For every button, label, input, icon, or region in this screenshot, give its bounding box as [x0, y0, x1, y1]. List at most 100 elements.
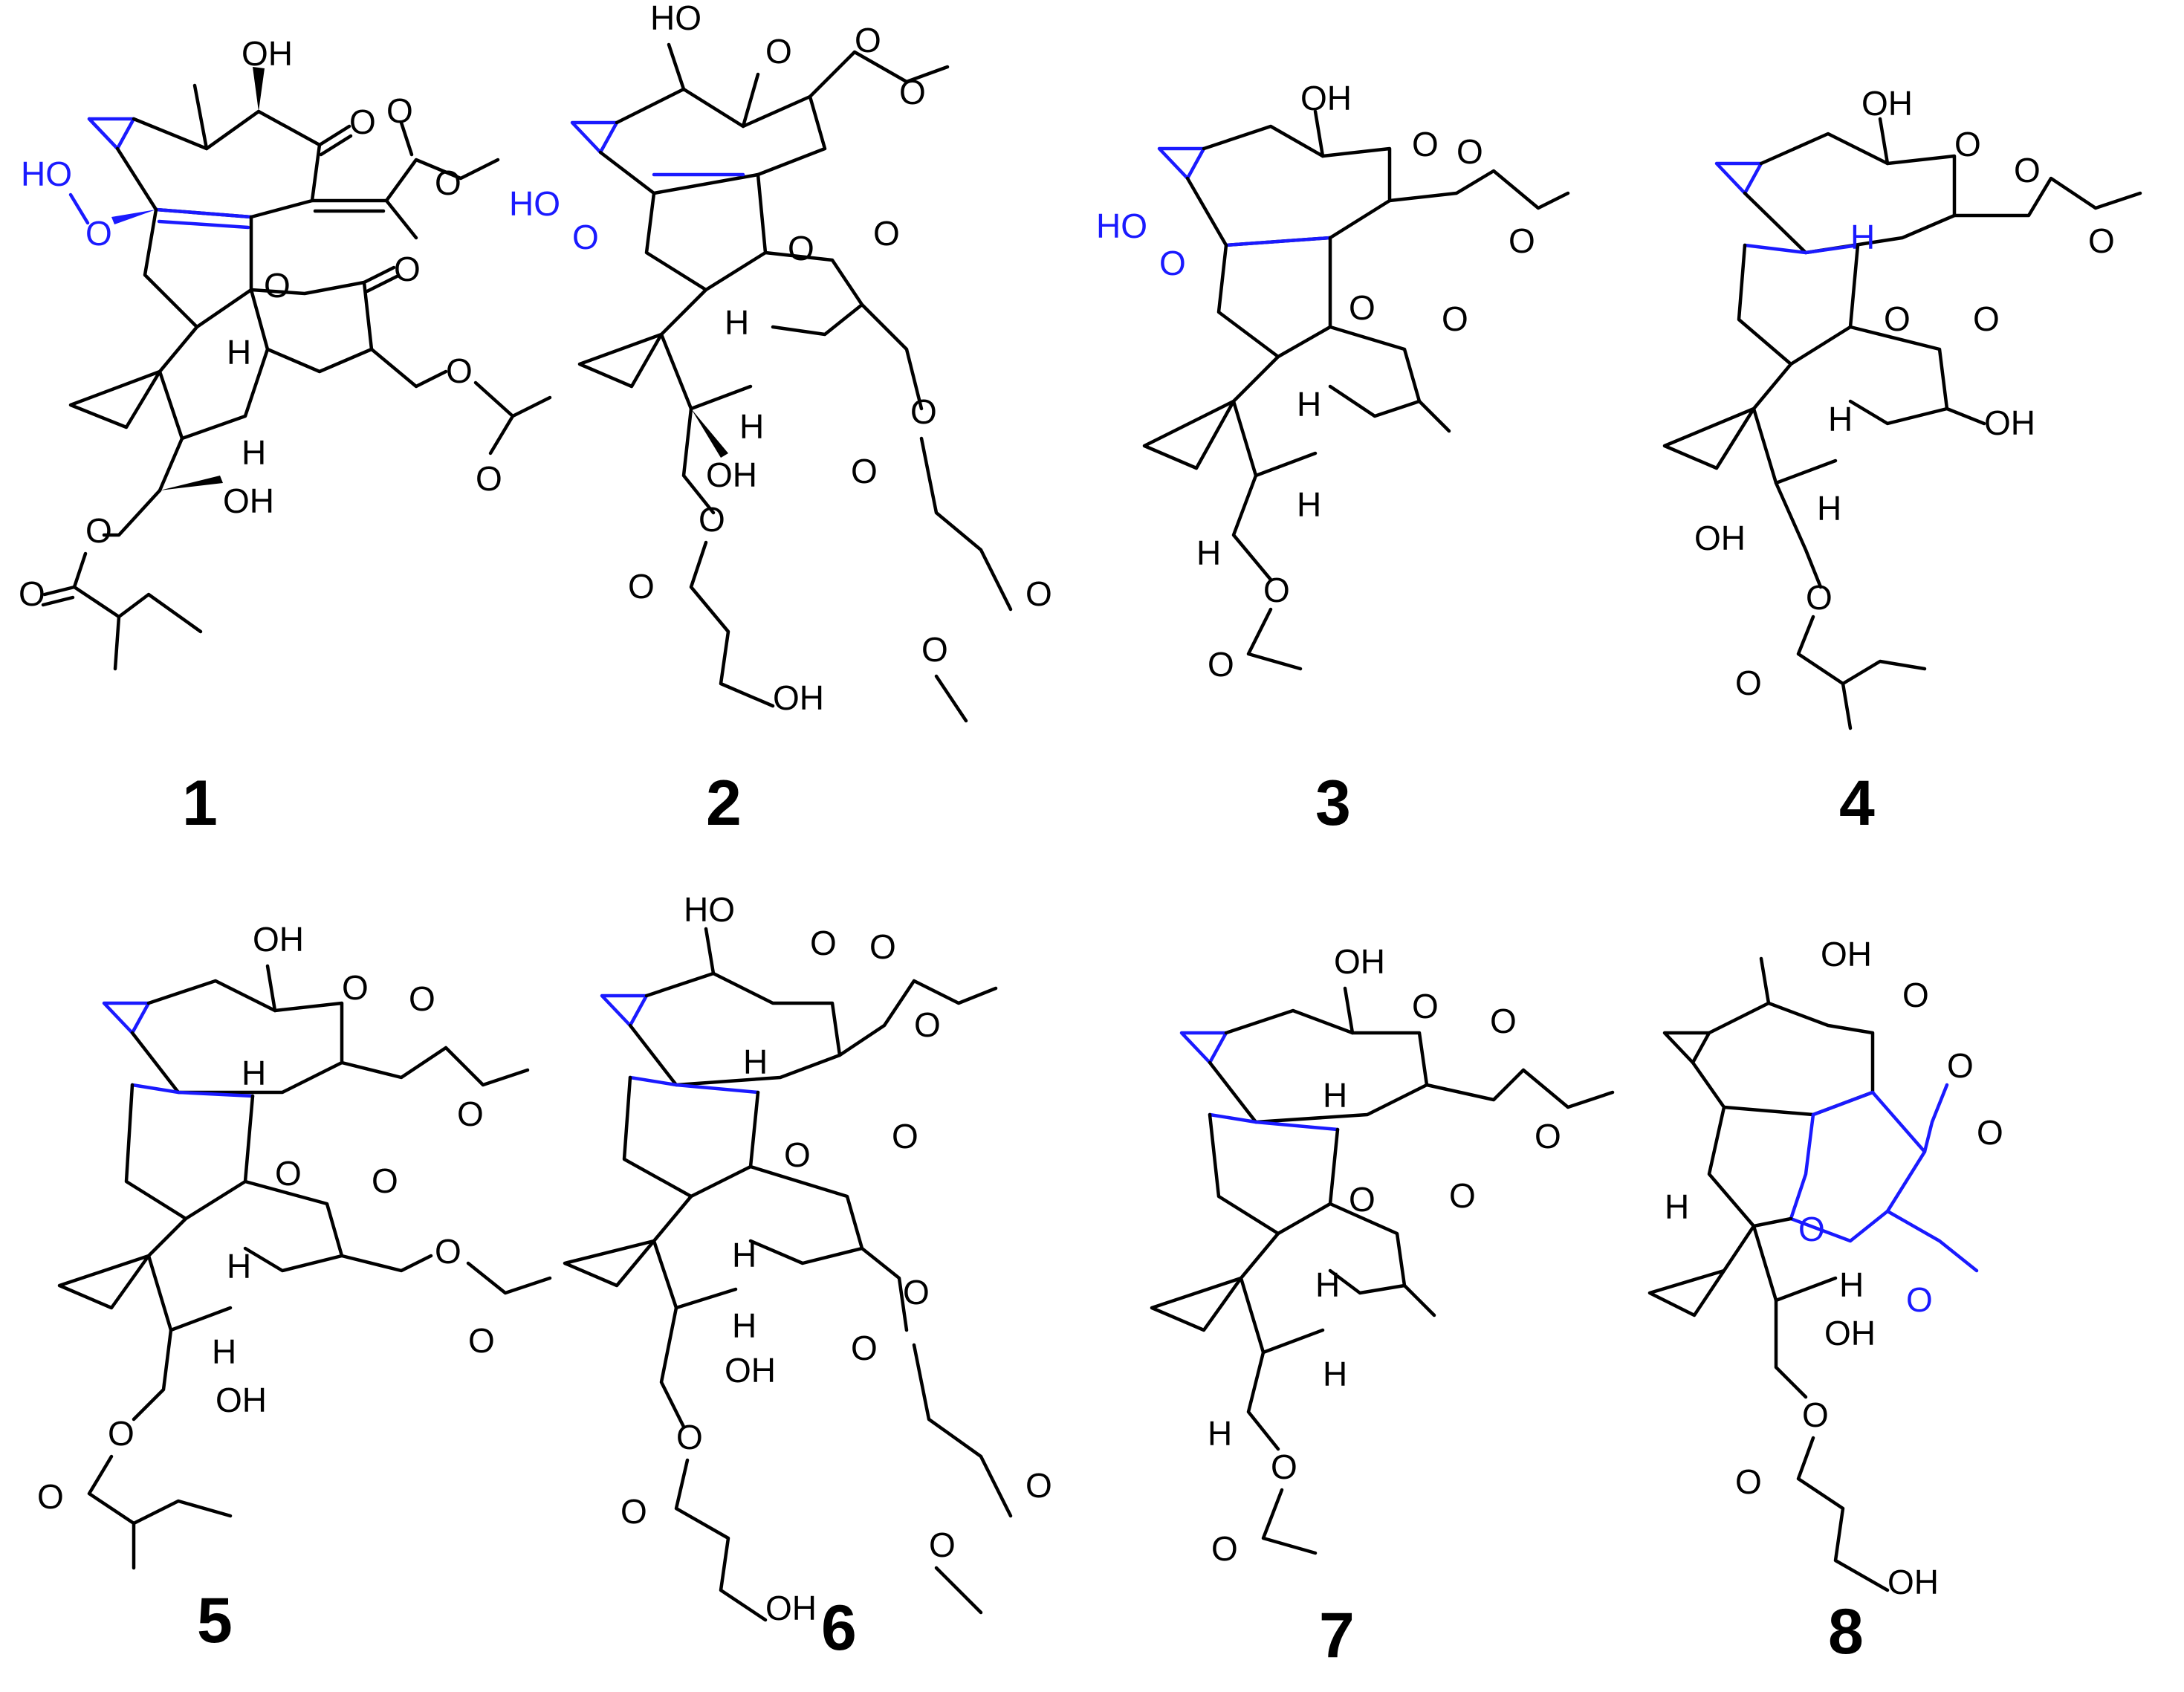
compound-3-h-3: H [1196, 534, 1221, 572]
compound-3-lactone-co: O [1442, 299, 1468, 338]
compound-4-ester-o1: O [2014, 151, 2041, 189]
compound-6-ether-o: O [676, 1418, 703, 1456]
compound-3-h-1: H [1297, 385, 1321, 424]
compound-1-number: 1 [182, 768, 218, 839]
compound-2-number: 2 [706, 768, 742, 839]
compound-2-oh-mid: OH [706, 456, 757, 494]
compound-5-h-2: H [212, 1332, 236, 1371]
compound-4-h-2: H [1817, 489, 1841, 528]
compound-1-lactone-o: O [264, 266, 291, 305]
compound-6-h-2: H [732, 1306, 756, 1345]
compound-1-ester-o1: O [386, 91, 413, 130]
compound-8-h-1: H [1665, 1187, 1689, 1226]
compound-8-number: 8 [1828, 1596, 1864, 1667]
compound-1-structure: HO O OH O O O O O H O O [19, 34, 552, 839]
compound-5-ester-o1: O [409, 979, 435, 1018]
compound-2-ester-co: O [628, 567, 655, 606]
compound-2-ho-top: HO [650, 0, 701, 37]
compound-1-h-1: H [227, 333, 251, 372]
compound-2-ester-o1: O [855, 21, 881, 59]
compound-6-ester-o1: O [869, 927, 896, 966]
compound-8-oh-bottom: OH [1887, 1563, 1939, 1601]
compound-5-structure: OH O H O O O O O O H H OH O O 5 [37, 920, 552, 1656]
compound-4-tiglate-co: O [1735, 664, 1762, 702]
compound-6-ho-top: HO [684, 890, 735, 929]
compound-7-h-2: H [1323, 1355, 1347, 1393]
compound-8-ester-co: O [1735, 1462, 1762, 1501]
compound-2-oh-bottom: OH [773, 678, 824, 717]
compound-2-succ-o3: O [1025, 574, 1052, 613]
compound-2-h-1: H [725, 303, 749, 342]
compound-8-ester-o1: O [1947, 1046, 1974, 1085]
compound-5-h-blue: H [242, 1054, 266, 1092]
compound-6-ester-co: O [620, 1492, 647, 1531]
compound-4-ketone-o: O [1954, 125, 1981, 163]
compound-3-h-2: H [1297, 485, 1321, 524]
compound-5-h-1: H [227, 1247, 251, 1286]
compound-4-lactone-o: O [1884, 299, 1911, 338]
compound-1-ketone-o: O [349, 103, 376, 141]
compound-3-hydroperoxide-ho: HO [1096, 207, 1147, 245]
compound-4-ester-o2: O [2088, 221, 2115, 260]
compound-6-succ-o3: O [1025, 1466, 1052, 1505]
compound-4-tiglate-o: O [1806, 578, 1833, 617]
compound-3-acetyl-o: O [1208, 645, 1234, 684]
compound-7-ketone-o: O [1412, 987, 1439, 1025]
compound-5-tiglate-co: O [37, 1477, 64, 1516]
compound-7-acetyl-o: O [1211, 1529, 1238, 1568]
compound-6-oh-mid: OH [725, 1351, 776, 1390]
compound-7-oh-top: OH [1334, 942, 1385, 981]
compound-3-ketone-o: O [1412, 125, 1439, 163]
compound-5-lactone-o: O [275, 1154, 302, 1193]
compound-6-succ-o4: O [929, 1526, 956, 1564]
compound-5-ketone-o: O [342, 968, 369, 1007]
compound-5-oh-lower: OH [216, 1381, 267, 1419]
compound-5-lactone-co: O [372, 1161, 398, 1200]
compound-1-lactone-co: O [394, 250, 421, 288]
compound-2-ether-o: O [699, 500, 725, 539]
compound-3-hydroperoxide-o: O [1159, 244, 1186, 282]
compound-5-ether-o: O [435, 1232, 461, 1271]
compound-1-oh-top: OH [242, 34, 293, 73]
compound-8-structure: OH O O O O O H H OH O O OH 8 [1647, 935, 2003, 1667]
compound-2-hydroperoxide-o: O [572, 218, 599, 256]
compound-2-hydroperoxide-ho: HO [509, 184, 560, 223]
compound-4-oh-top: OH [1861, 84, 1913, 123]
compound-8-co-blue: O [1906, 1280, 1933, 1319]
compound-1-tiglate-o: O [85, 511, 112, 550]
compound-6-oh-bottom: OH [765, 1589, 817, 1627]
compound-3-lactone-o: O [1349, 288, 1375, 327]
compound-1-ether-o: O [446, 351, 473, 390]
compound-4-oh-side: OH [1984, 403, 2035, 442]
compound-5-tiglate-o: O [108, 1414, 135, 1453]
compound-2-ketone-o: O [765, 32, 792, 71]
compound-1-tiglate-co: O [19, 574, 45, 613]
compound-4-number: 4 [1839, 768, 1875, 839]
compound-2-structure: HO O HO O O O O O H H OH O O OH O O O O … [509, 0, 1052, 839]
compound-4-h-1: H [1828, 400, 1853, 438]
compound-6-succ-o2: O [851, 1329, 878, 1367]
compound-2-succ-o1: O [910, 392, 937, 431]
compound-8-oh-mid: OH [1824, 1314, 1876, 1352]
compound-3-structure: HO O OH O O O O O H H H O O 3 [1096, 79, 1570, 839]
compound-2-succ-o2: O [851, 452, 878, 490]
compound-2-ester-o2: O [899, 73, 926, 111]
compound-3-ester-o2: O [1509, 221, 1535, 260]
compound-1-hydroperoxide-o: O [85, 214, 112, 253]
compound-5-number: 5 [197, 1585, 233, 1656]
compound-4-oh-lower: OH [1694, 519, 1746, 557]
compound-6-lactone-o: O [784, 1135, 811, 1174]
compound-7-h-1: H [1315, 1265, 1340, 1304]
compound-5-acetyl-o: O [468, 1321, 495, 1360]
compound-6-h-blue: H [743, 1043, 768, 1081]
compound-2-succ-o4: O [921, 630, 948, 669]
compound-7-structure: OH O H O O O O H H H O O 7 [1150, 942, 1615, 1671]
compound-2-lactone-o: O [788, 229, 814, 268]
compound-4-h-blue: H [1850, 218, 1875, 256]
compound-1-ester-o2: O [435, 163, 461, 202]
compound-8-ketone-o: O [1902, 976, 1929, 1014]
compound-6-structure: HO O H O O O O H H OH O O OH O O O O 6 [563, 890, 1052, 1664]
compound-6-lactone-co: O [892, 1117, 918, 1155]
compound-3-number: 3 [1315, 768, 1351, 839]
